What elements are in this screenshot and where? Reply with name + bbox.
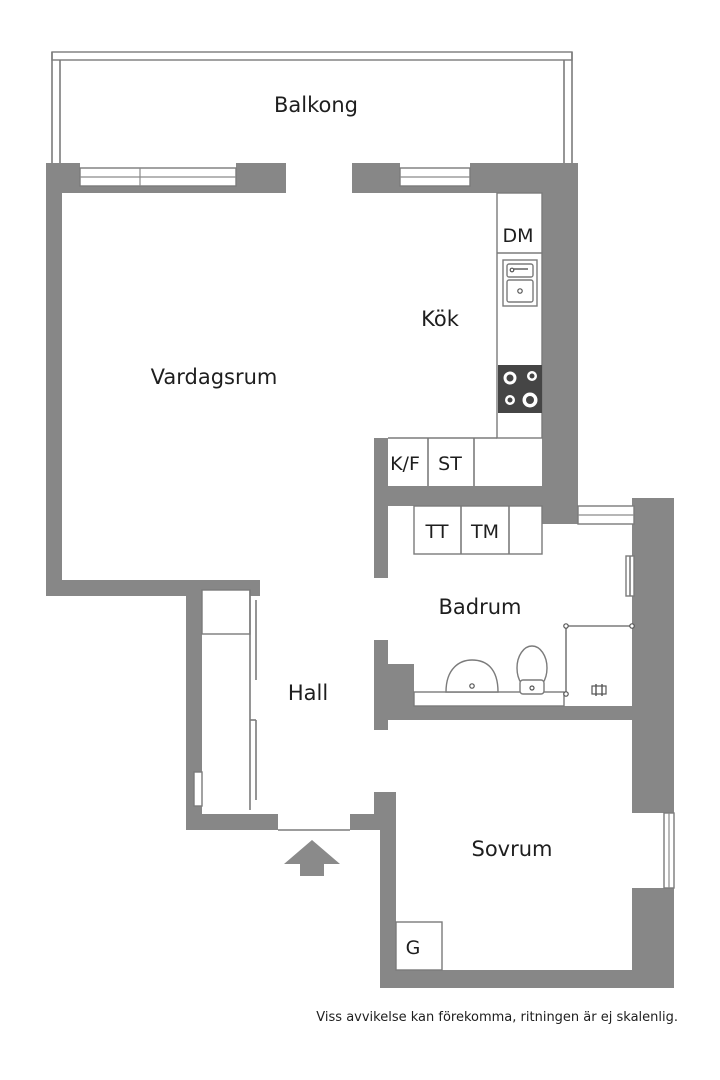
sink-icon	[502, 259, 538, 307]
room-label-hall: Hall	[288, 681, 328, 705]
toilet-icon	[516, 645, 548, 695]
balcony	[51, 51, 573, 165]
room-label-balkong: Balkong	[274, 93, 358, 117]
kitchen-counter	[388, 192, 543, 486]
wardrobe	[395, 921, 443, 971]
room-label-kok: Kök	[421, 307, 460, 331]
windows	[79, 167, 675, 889]
hall-closets	[193, 589, 257, 810]
appliance-label-tm: TM	[470, 521, 499, 543]
faucet-icon	[591, 684, 607, 696]
laundry	[413, 505, 543, 555]
entrance-arrow-icon	[284, 840, 340, 876]
room-label-sovrum: Sovrum	[471, 837, 552, 861]
bathroom-fixtures	[413, 555, 635, 707]
appliance-label-g: G	[406, 937, 421, 959]
walls	[46, 163, 674, 988]
appliance-label-st: ST	[438, 453, 462, 475]
appliance-label-dm: DM	[502, 225, 533, 247]
appliance-label-kf: K/F	[390, 453, 420, 475]
room-label-vardagsrum: Vardagsrum	[151, 365, 278, 389]
room-label-badrum: Badrum	[438, 595, 521, 619]
appliance-label-tt: TT	[425, 521, 449, 543]
stove-icon	[498, 365, 542, 413]
disclaimer: Viss avvikelse kan förekomma, ritningen …	[316, 1010, 678, 1025]
washbasin-icon	[445, 659, 499, 693]
